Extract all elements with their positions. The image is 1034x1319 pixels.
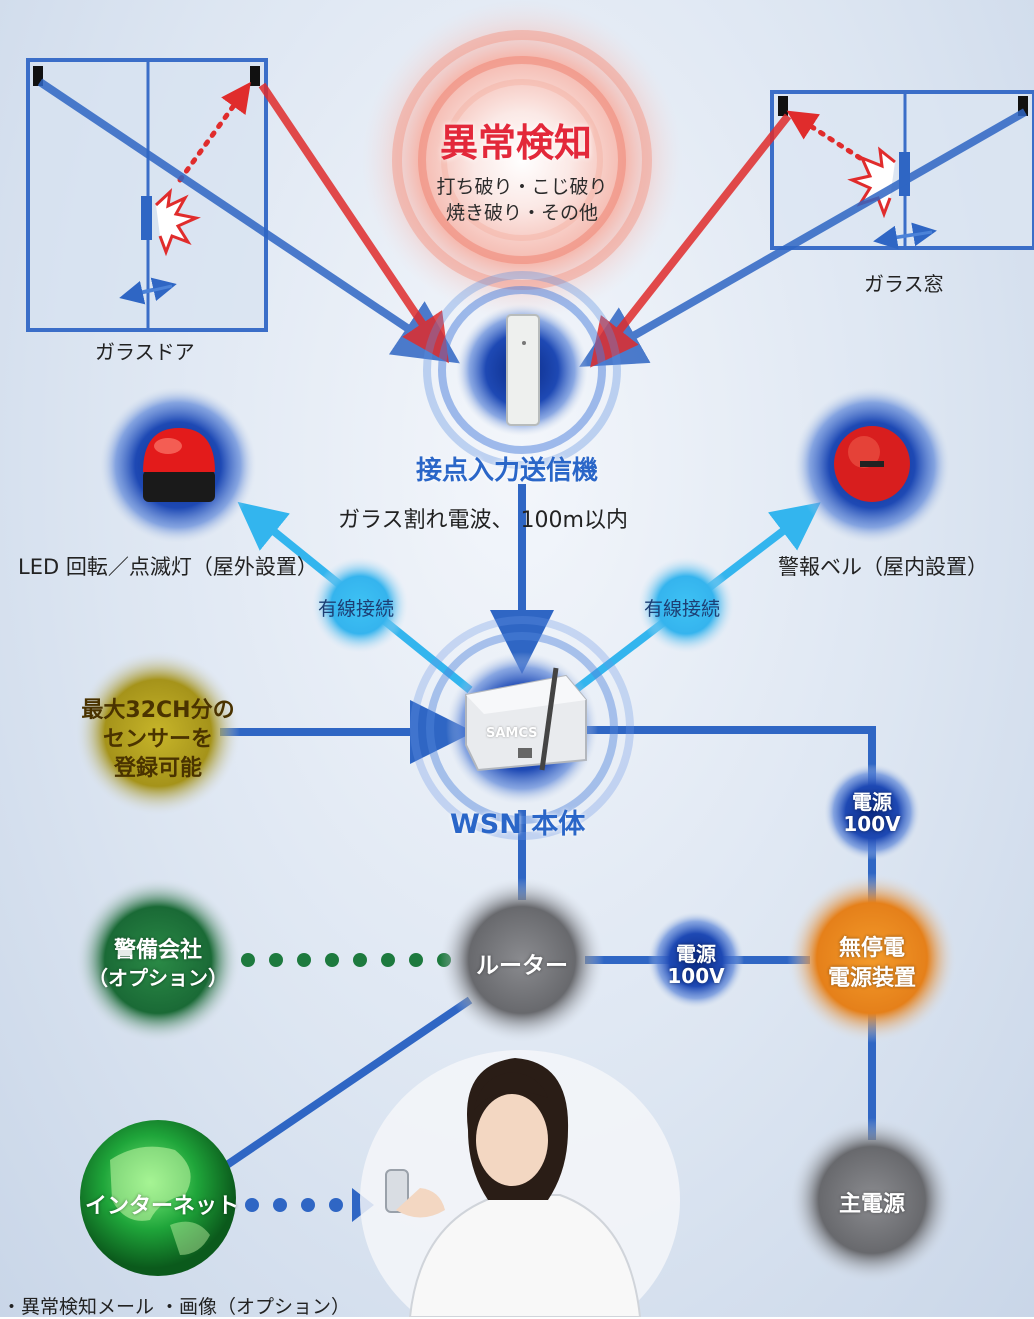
sensor-bubble [76,651,240,815]
sensor-line-3: 登録可能 [113,756,202,781]
wired-right-bubble [638,557,734,653]
led-lamp-icon [100,387,256,543]
router-bubble [440,878,604,1042]
alert-line-2: 焼き破り・その他 [445,202,598,224]
security-bubble [76,878,240,1042]
power-mid-bubble [648,912,744,1008]
person-phone-icon [360,1050,680,1317]
glass-window-label: ガラス窓 [864,272,944,296]
led-lamp-label: LED 回転／点滅灯（屋外設置） [18,555,318,579]
detection-arrows [37,78,1027,368]
internet-label: インターネット [84,1194,239,1219]
wired-right-label: 有線接続 [644,598,721,620]
power-right-line-1: 電源 [852,790,892,814]
main-power-label: 主電源 [838,1192,905,1217]
alert-title: 異常検知 [440,121,593,165]
alert-glow [362,0,682,320]
glass-window-icon [770,90,1034,250]
glass-door-label: ガラスドア [95,340,195,364]
transmitter-icon [423,271,621,469]
main-power-bubble [790,1118,954,1282]
power-mid-line-2: 100V [667,964,725,988]
alert-line-1: 打ち破り・こじ破り [436,176,608,198]
internet-dotted-arrow [245,1188,374,1222]
power-right-bubble [824,764,920,860]
email-note: ・異常検知メール ・画像（オプション） [2,1296,351,1318]
security-line-2: （オプション） [88,966,228,990]
transmitter-label: 接点入力送信機 [416,456,599,486]
radio-range-label: ガラス割れ電波、 100m以内 [338,508,628,533]
sensor-line-2: センサーを [102,727,213,752]
ups-line-1: 無停電 [838,936,905,961]
sensor-line-1: 最大32CH分の [81,698,235,723]
wsn-label: WSN 本体 [450,809,586,840]
power-right-line-2: 100V [843,812,901,836]
router-label: ルーター [476,953,568,979]
bell-label: 警報ベル（屋内設置） [778,555,988,579]
wsn-logo: SAMCS [486,726,538,741]
alarm-bell-icon [794,387,950,543]
security-line-1: 警備会社 [113,938,202,963]
wsn-unit-icon [410,616,634,840]
security-dotted-line [241,953,451,967]
ups-line-2: 電源装置 [827,966,916,991]
wired-left-label: 有線接続 [318,598,395,620]
globe-icon [80,1120,236,1276]
ups-bubble [787,873,957,1043]
wired-left-bubble [312,557,408,653]
power-mid-line-1: 電源 [676,942,716,966]
